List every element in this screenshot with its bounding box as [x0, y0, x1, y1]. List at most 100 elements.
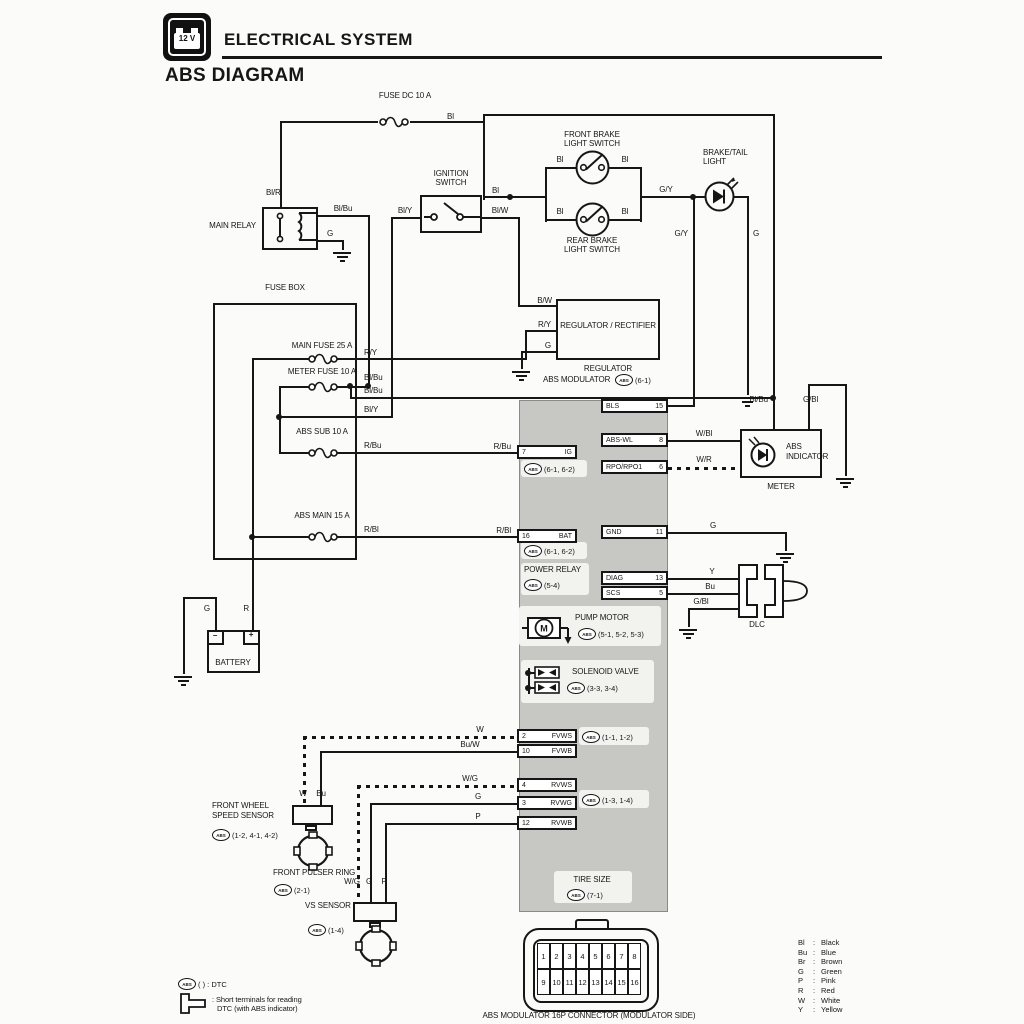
terminal-pin: 13 — [655, 574, 663, 582]
wire — [668, 440, 742, 442]
wire — [640, 167, 642, 222]
diagram-label: W/G — [344, 877, 360, 886]
abs-oval-icon: ABS — [274, 884, 292, 896]
wire — [370, 803, 521, 805]
diagram-label: ABS SUB 10 A — [296, 427, 348, 436]
ground-icon — [333, 252, 351, 264]
wire — [640, 196, 695, 198]
wire — [368, 215, 370, 386]
diagram-label: Bl/W — [491, 206, 509, 215]
diagram-label: Bl — [556, 155, 564, 164]
diagram-label: W — [299, 789, 307, 798]
wire — [528, 672, 535, 674]
wire — [808, 384, 810, 429]
abs-dtc-tag: ABS(1-4) — [308, 924, 344, 936]
wire — [521, 351, 523, 369]
fuse-icon — [306, 446, 342, 465]
legend-code: Bu — [798, 947, 808, 957]
component-main-relay-box — [262, 207, 318, 250]
abs-oval-icon: ABS — [524, 579, 542, 591]
dtc-codes: (1-3, 1-4) — [602, 795, 633, 805]
legend-code: W — [798, 995, 806, 1005]
junction-dot — [249, 534, 255, 540]
wire — [252, 358, 309, 360]
terminal-label: BLS — [606, 402, 620, 410]
abs-oval-icon: ABS — [178, 978, 196, 990]
diagram-label: Bl/Bu — [749, 395, 768, 404]
legend-row-br: Br:Brown — [798, 957, 843, 967]
abs-oval-icon: ABS — [308, 924, 326, 936]
wire — [808, 384, 847, 386]
wire — [183, 597, 217, 599]
wire — [279, 386, 309, 388]
diagram-label: ABS — [786, 442, 802, 451]
solenoid-valve-icon — [534, 666, 560, 679]
connector-pin-13: 13 — [589, 969, 602, 995]
brake-tail-lamp-icon — [704, 177, 739, 212]
diagram-label: METER — [767, 482, 795, 491]
diagram-label: BRAKE/TAIL — [703, 148, 748, 157]
terminal-label: RVWG — [550, 799, 572, 807]
diagram-label: Bl — [621, 155, 629, 164]
wire — [608, 219, 642, 221]
legend-code: Br — [798, 957, 806, 967]
abs-dtc-tag: ABS(5-1, 5-2, 5-3) — [578, 628, 644, 640]
wire — [525, 330, 527, 359]
legend-color-name: Red — [821, 985, 835, 995]
legend-code: Bl — [798, 938, 805, 947]
pump-motor-icon: M — [522, 617, 572, 644]
legend-row-bu: Bu:Blue — [798, 947, 837, 957]
wire — [385, 823, 387, 904]
diagram-label: IGNITION — [433, 169, 469, 178]
diagram-label: LIGHT SWITCH — [564, 139, 620, 148]
wire — [357, 785, 360, 904]
diagram-label: W/Bl — [695, 429, 713, 438]
terminal-pin: 7 — [522, 448, 526, 456]
connector-pin-12: 12 — [576, 969, 589, 995]
wire — [688, 608, 739, 610]
abs-dtc-tag: ABS(6-1, 6-2) — [524, 463, 575, 475]
connector-caption: ABS MODULATOR 16P CONNECTOR (MODULATOR S… — [482, 1011, 696, 1020]
diagram-label: FUSE DC 10 A — [378, 91, 432, 100]
wire — [280, 121, 378, 123]
dtc-codes: (1-2, 4-1, 4-2) — [232, 830, 278, 840]
wire — [410, 121, 485, 123]
dtc-note-tag: ABS( ) : DTC — [178, 978, 227, 990]
diagram-label: G — [326, 229, 334, 238]
diagram-label: REGULATOR / RECTIFIER — [560, 321, 656, 330]
wire — [525, 330, 558, 332]
diagram-label: FUSE BOX — [265, 283, 305, 292]
diagram-label: Bl/Bu — [364, 373, 383, 382]
diagram-label: R/Bu — [493, 442, 511, 451]
dlc-connector-icon — [738, 564, 808, 618]
wire — [391, 217, 393, 417]
wire — [337, 358, 527, 360]
abs-dtc-tag: ABS(2-1) — [274, 884, 310, 896]
ground-icon — [679, 629, 697, 641]
diagram-label: + — [248, 630, 254, 639]
component-vs-sensor-box — [353, 902, 397, 922]
battery-icon-label: 12 V — [178, 34, 196, 43]
abs-dtc-tag: ABS(6-1) — [615, 374, 651, 386]
diagram-title: ABS DIAGRAM — [165, 65, 305, 86]
wire — [545, 167, 576, 169]
terminal-pin: 10 — [522, 747, 530, 755]
diagram-label: Bu — [705, 582, 715, 591]
legend-row-w: W:White — [798, 995, 841, 1005]
connector-pin-10: 10 — [550, 969, 563, 995]
wire — [280, 121, 282, 209]
abs-oval-icon: ABS — [578, 628, 596, 640]
connector-pin-15: 15 — [615, 969, 628, 995]
abs-oval-icon: ABS — [582, 731, 600, 743]
component-battery-box — [207, 630, 260, 673]
diagram-label: SPEED SENSOR — [212, 811, 274, 820]
fuse-icon — [306, 380, 342, 399]
diagram-label: Bl/R — [266, 188, 281, 197]
